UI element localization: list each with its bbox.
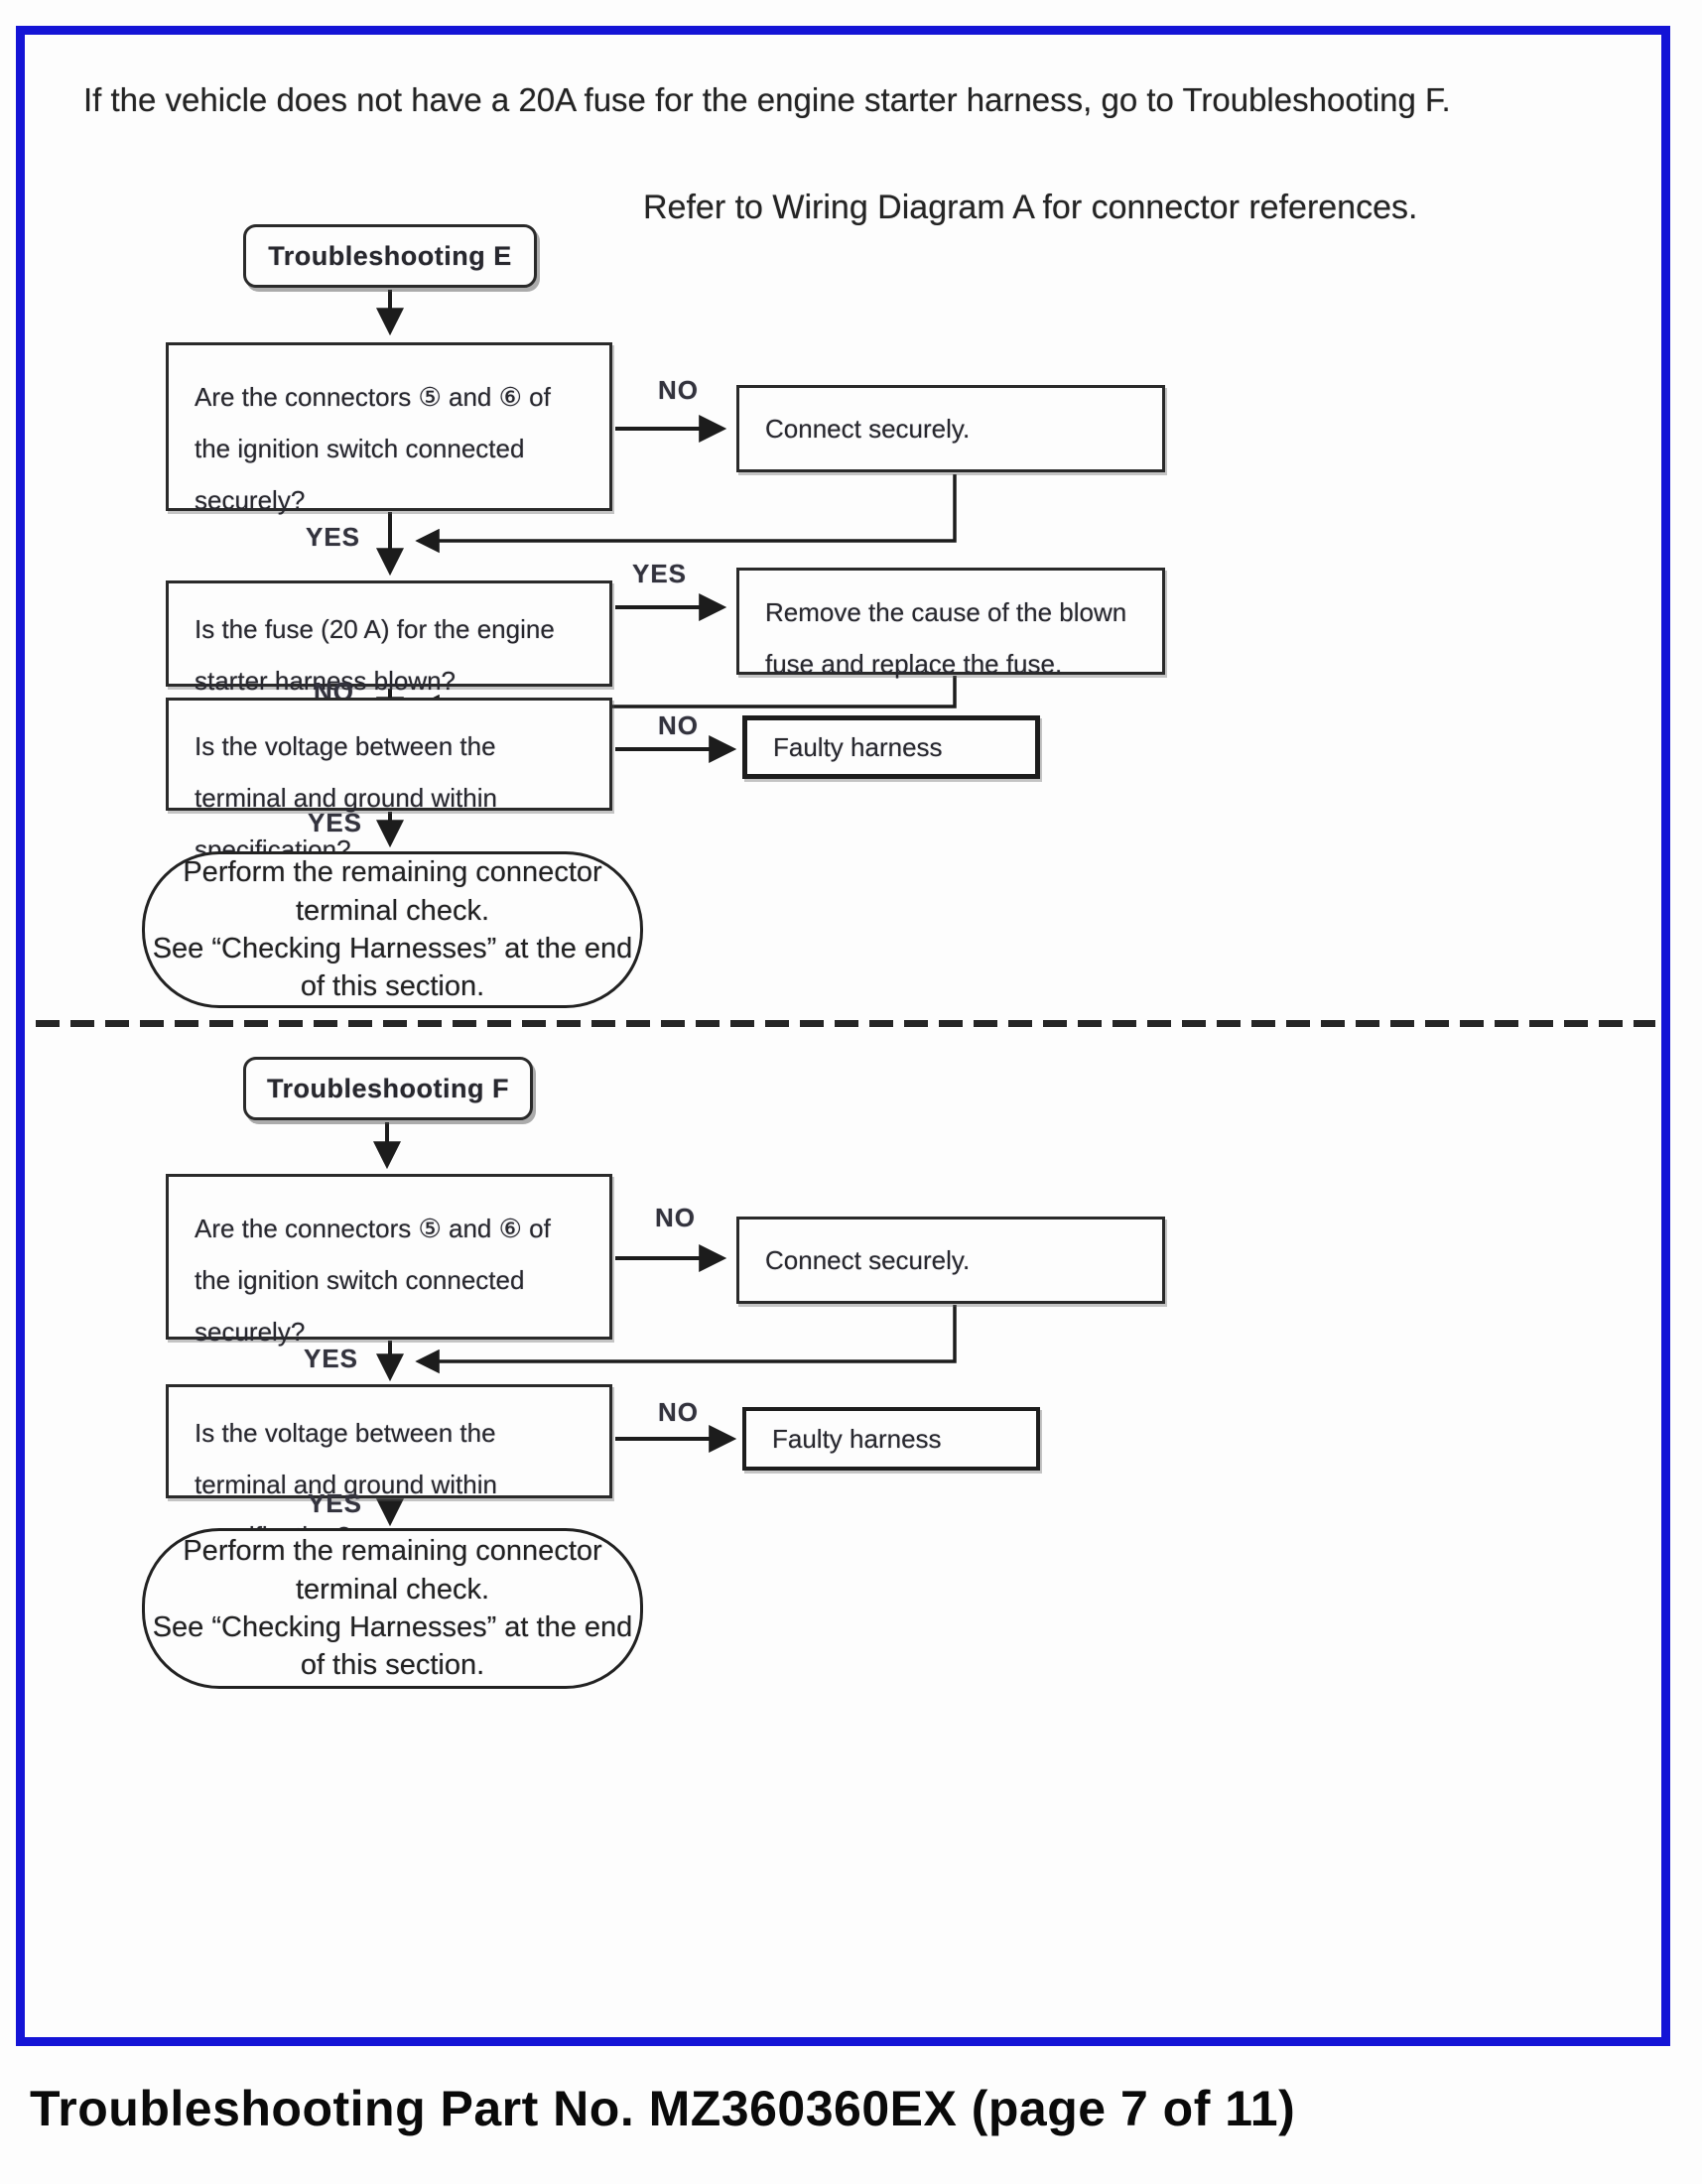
- flow-e-result-faulty-harness: Faulty harness: [742, 715, 1040, 779]
- edge-label-no: NO: [658, 375, 699, 405]
- flow-f-terminal-check: Perform the remaining connector terminal…: [142, 1528, 643, 1689]
- wiring-diagram-note: Refer to Wiring Diagram A for connector …: [643, 189, 1418, 226]
- flow-e-question-fuse: Is the fuse (20 A) for the engine starte…: [166, 580, 612, 696]
- intro-text: If the vehicle does not have a 20A fuse …: [83, 81, 1451, 118]
- flow-e-action-connect-securely: Connect securely.: [736, 385, 1165, 472]
- flow-e-question-voltage: Is the voltage between the terminal and …: [166, 698, 612, 864]
- flow-e-action-replace-fuse: Remove the cause of the blown fuse and r…: [736, 568, 1165, 679]
- edge-label-no: NO: [655, 1203, 696, 1232]
- page-border: [16, 26, 1670, 2046]
- page-footer-caption: Troubleshooting Part No. MZ360360EX (pag…: [30, 2081, 1296, 2136]
- edge-label-yes: YES: [632, 559, 688, 588]
- flow-e-terminal-check: Perform the remaining connector terminal…: [142, 851, 643, 1008]
- edge-label-yes: YES: [304, 1344, 359, 1373]
- flow-e-question-connectors: Are the connectors ⑤ and ⑥ of the igniti…: [166, 342, 612, 515]
- flow-f-result-faulty-harness: Faulty harness: [742, 1407, 1040, 1471]
- edge-label-no: NO: [658, 710, 699, 740]
- edge-label-no: NO: [658, 1397, 699, 1427]
- edge-label-yes: YES: [308, 1488, 363, 1518]
- flow-f-question-connectors: Are the connectors ⑤ and ⑥ of the igniti…: [166, 1174, 612, 1347]
- flow-f-title: Troubleshooting F: [243, 1057, 533, 1120]
- section-divider-dashed: [36, 1020, 1655, 1027]
- flow-f-question-voltage: Is the voltage between the terminal and …: [166, 1384, 612, 1551]
- flow-f-action-connect-securely: Connect securely.: [736, 1217, 1165, 1304]
- flow-e-title: Troubleshooting E: [243, 224, 537, 288]
- edge-label-yes: YES: [306, 522, 361, 552]
- edge-label-yes: YES: [308, 808, 363, 837]
